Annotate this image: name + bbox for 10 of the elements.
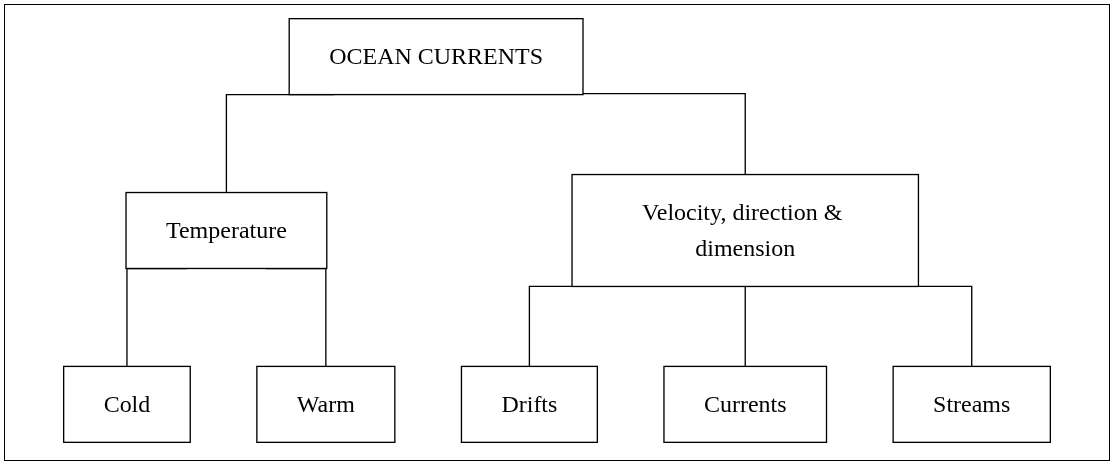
node-box: Currents bbox=[663, 365, 828, 443]
node-box: Drifts bbox=[460, 365, 598, 443]
connector bbox=[582, 93, 746, 176]
node-box: Warm bbox=[256, 365, 396, 443]
node-box: OCEAN CURRENTS bbox=[288, 18, 584, 96]
node-box: Velocity, direction & dimension bbox=[571, 173, 920, 288]
node-box: Streams bbox=[892, 365, 1051, 443]
node-box: Temperature bbox=[125, 191, 328, 270]
node-box: Cold bbox=[63, 365, 191, 443]
connector bbox=[744, 285, 746, 368]
